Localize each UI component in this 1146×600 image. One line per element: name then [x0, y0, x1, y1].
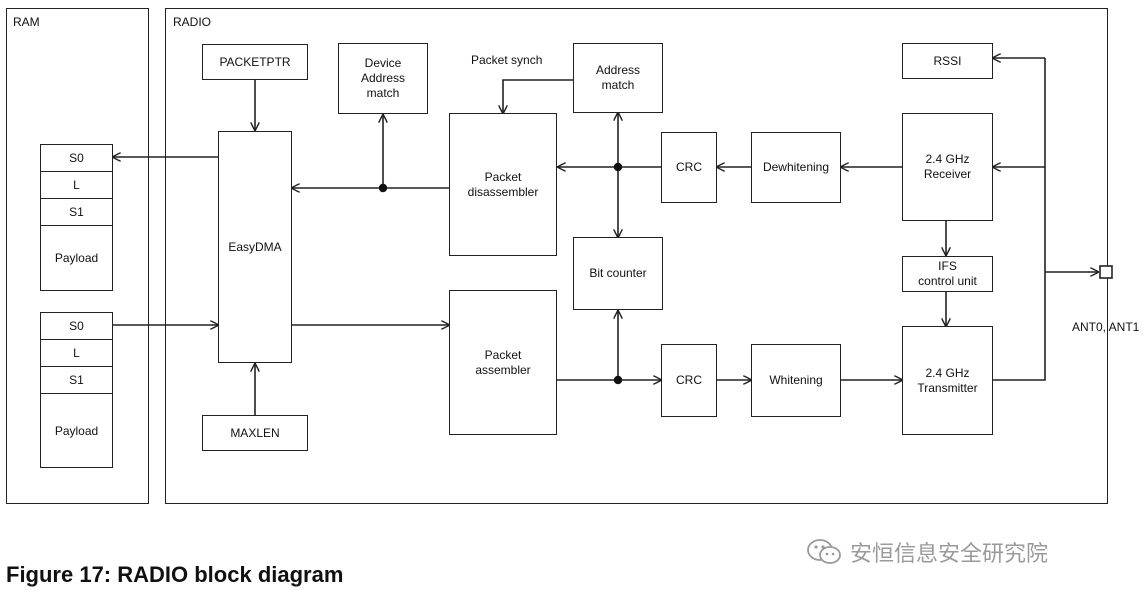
bit-counter-block: Bit counter	[573, 237, 663, 310]
device-address-match-block: Device Address match	[338, 43, 428, 114]
ram-rx-s1: S1	[40, 198, 113, 226]
dewhitening-block: Dewhitening	[751, 132, 841, 203]
watermark-text: 安恒信息安全研究院	[850, 542, 1049, 567]
packet-assembler-block: Packet assembler	[449, 290, 557, 435]
ifs-control-unit-block: IFS control unit	[902, 256, 993, 292]
wechat-icon	[807, 539, 841, 564]
packet-synch-label: Packet synch	[471, 53, 543, 67]
packetptr-block: PACKETPTR	[202, 44, 308, 80]
whitening-block: Whitening	[751, 344, 841, 417]
maxlen-block: MAXLEN	[202, 415, 308, 451]
ram-rx-payload: Payload	[40, 225, 113, 291]
figure-caption: Figure 17: RADIO block diagram	[6, 562, 344, 587]
crc-tx-block: CRC	[661, 344, 717, 417]
crc-rx-block: CRC	[661, 132, 717, 203]
ram-panel-title: RAM	[13, 15, 40, 29]
address-match-block: Address match	[573, 43, 663, 113]
radio-panel-title: RADIO	[173, 15, 212, 29]
ram-tx-payload: Payload	[40, 393, 113, 468]
ram-rx-l: L	[40, 171, 113, 199]
watermark: 安恒信息安全研究院	[806, 536, 1048, 568]
packet-disassembler-block: Packet disassembler	[449, 113, 557, 256]
transmitter-block: 2.4 GHz Transmitter	[902, 326, 993, 435]
easydma-block: EasyDMA	[218, 131, 292, 363]
junction-dot	[378, 183, 388, 193]
antenna-port-icon	[1099, 265, 1113, 279]
ram-tx-s1: S1	[40, 366, 113, 394]
ram-panel	[6, 8, 149, 504]
junction-dot	[613, 375, 623, 385]
ram-tx-s0: S0	[40, 312, 113, 340]
ram-tx-l: L	[40, 339, 113, 367]
junction-dot	[613, 162, 623, 172]
antenna-label: ANT0, ANT1	[1072, 320, 1140, 334]
radio-panel	[165, 8, 1108, 504]
rssi-block: RSSI	[902, 43, 993, 79]
receiver-block: 2.4 GHz Receiver	[902, 113, 993, 221]
ram-rx-s0: S0	[40, 144, 113, 172]
